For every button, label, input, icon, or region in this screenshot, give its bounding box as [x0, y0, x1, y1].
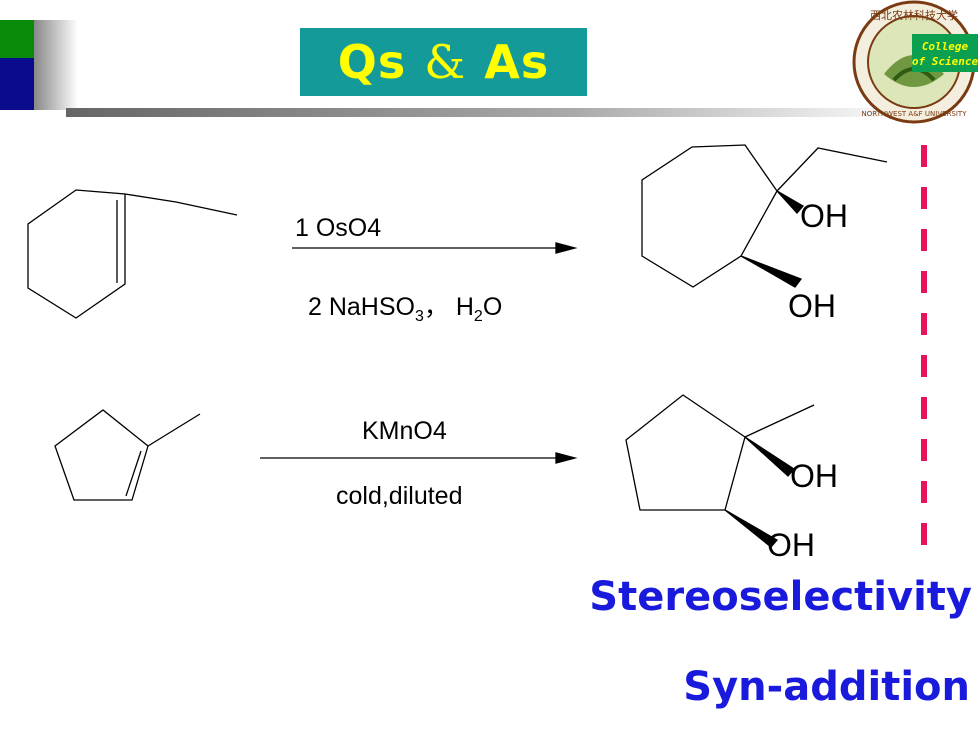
gray-gradient-bar — [34, 20, 78, 110]
logo-ring-top: 西北农林科技大学 — [870, 8, 958, 22]
reaction-arrow-2 — [260, 452, 578, 464]
college-logo: College of Science 西北农林科技大学 NORTHWEST A&… — [852, 0, 979, 124]
header-rule — [66, 108, 916, 117]
cyclopentanediol-structure — [625, 394, 815, 548]
reagent-kmno4: KMnO4 — [362, 417, 447, 445]
logo-ring-bottom: NORTHWEST A&F UNIVERSITY — [862, 110, 968, 118]
cyclohexanediol-structure — [641, 144, 888, 288]
title-left: Qs — [337, 35, 407, 89]
navy-square — [0, 58, 34, 110]
page-title: Qs&As — [338, 35, 549, 89]
reagent-step-1: 1 OsO4 — [295, 214, 382, 242]
title-box: Qs&As — [300, 28, 587, 96]
hydroxyl-label-bottom-1: OH — [788, 288, 836, 324]
header-decoration — [0, 20, 916, 117]
syn-addition-label: Syn-addition — [683, 664, 970, 710]
reaction-arrow-1 — [292, 242, 578, 254]
title-ampersand: & — [424, 35, 467, 89]
logo-text-line1: College — [922, 40, 969, 53]
logo-text-line2: of Science — [912, 55, 979, 68]
methylcyclopentene-structure — [54, 409, 201, 501]
reagent-step-2: 2 NaHSO3， H2O — [308, 293, 503, 325]
hydroxyl-label-bottom-2: OH — [767, 527, 815, 563]
reaction-conditions: cold,diluted — [336, 482, 463, 510]
hydroxyl-label-top-2: OH — [790, 458, 838, 494]
title-right: As — [484, 35, 550, 89]
stereoselectivity-label: Stereoselectivity — [589, 574, 972, 620]
green-square — [0, 20, 34, 58]
hydroxyl-label-top-1: OH — [800, 198, 848, 234]
ethylcyclohexene-structure — [27, 189, 238, 319]
